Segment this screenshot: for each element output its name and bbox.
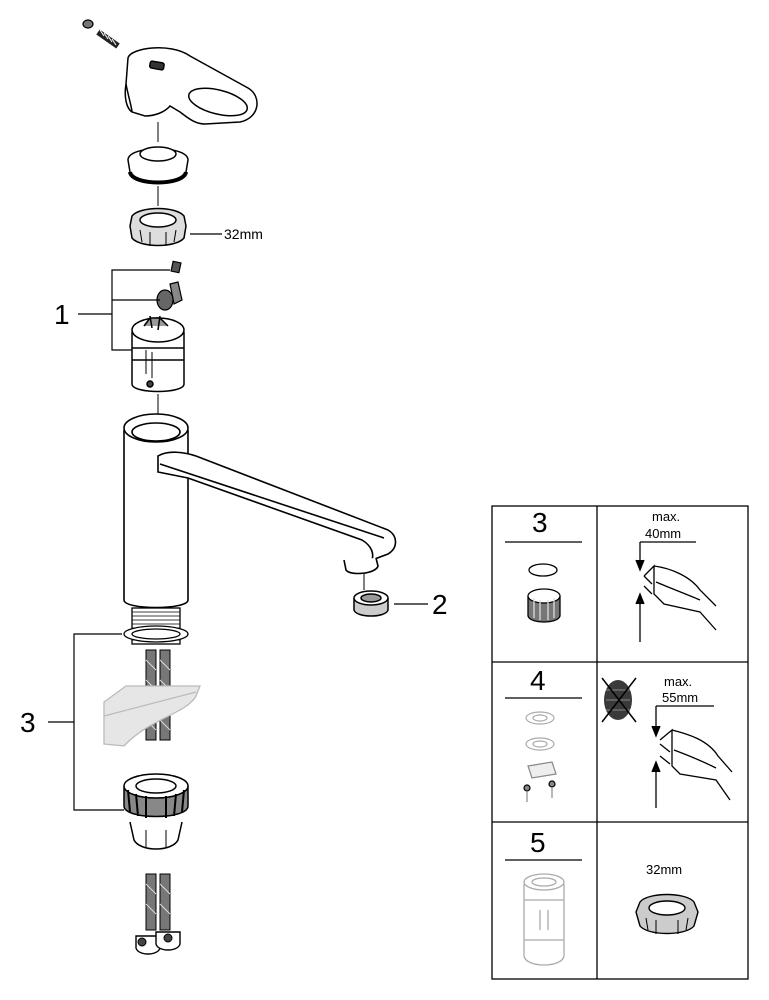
fixing-nut	[123, 773, 189, 850]
deck-thickness-55mm	[651, 705, 733, 808]
not-allowed-nut-icon	[601, 677, 637, 723]
table-row-5-nut-size: 32mm	[646, 862, 682, 877]
countertop	[103, 685, 201, 747]
washers-and-bracket	[523, 711, 557, 802]
table-row-3-number: 3	[532, 507, 548, 538]
callout-1-bracket	[78, 269, 170, 351]
mounting-sleeve	[523, 873, 565, 966]
callout-3-bracket	[48, 633, 124, 811]
table-row-4-max-value: 55mm	[662, 690, 698, 705]
threaded-shank	[123, 607, 189, 645]
spout	[157, 451, 397, 575]
table-row-3-max-value: 40mm	[645, 526, 681, 541]
table-row-4-number: 4	[530, 665, 546, 696]
small-screw	[156, 260, 183, 311]
hose-ends	[135, 873, 181, 955]
nut-32mm	[129, 207, 187, 247]
callout-2: 2	[432, 589, 448, 620]
callout-3: 3	[20, 707, 36, 738]
lever-handle	[124, 47, 258, 125]
nut-32mm-small	[635, 893, 699, 935]
cartridge	[131, 315, 185, 393]
table-row-5-number: 5	[530, 827, 546, 858]
table-row-3-max-label: max.	[652, 509, 680, 524]
aerator	[353, 590, 389, 617]
aerator-with-seal	[527, 563, 561, 623]
nut-size-label: 32mm	[224, 226, 263, 242]
callout-1: 1	[54, 299, 70, 330]
table-row-4-max-label: max.	[664, 674, 692, 689]
grub-screw	[82, 19, 120, 49]
deck-thickness-40mm	[635, 541, 717, 642]
faucet-body	[123, 413, 189, 609]
cover-cap	[127, 146, 189, 185]
spec-table	[491, 505, 749, 980]
